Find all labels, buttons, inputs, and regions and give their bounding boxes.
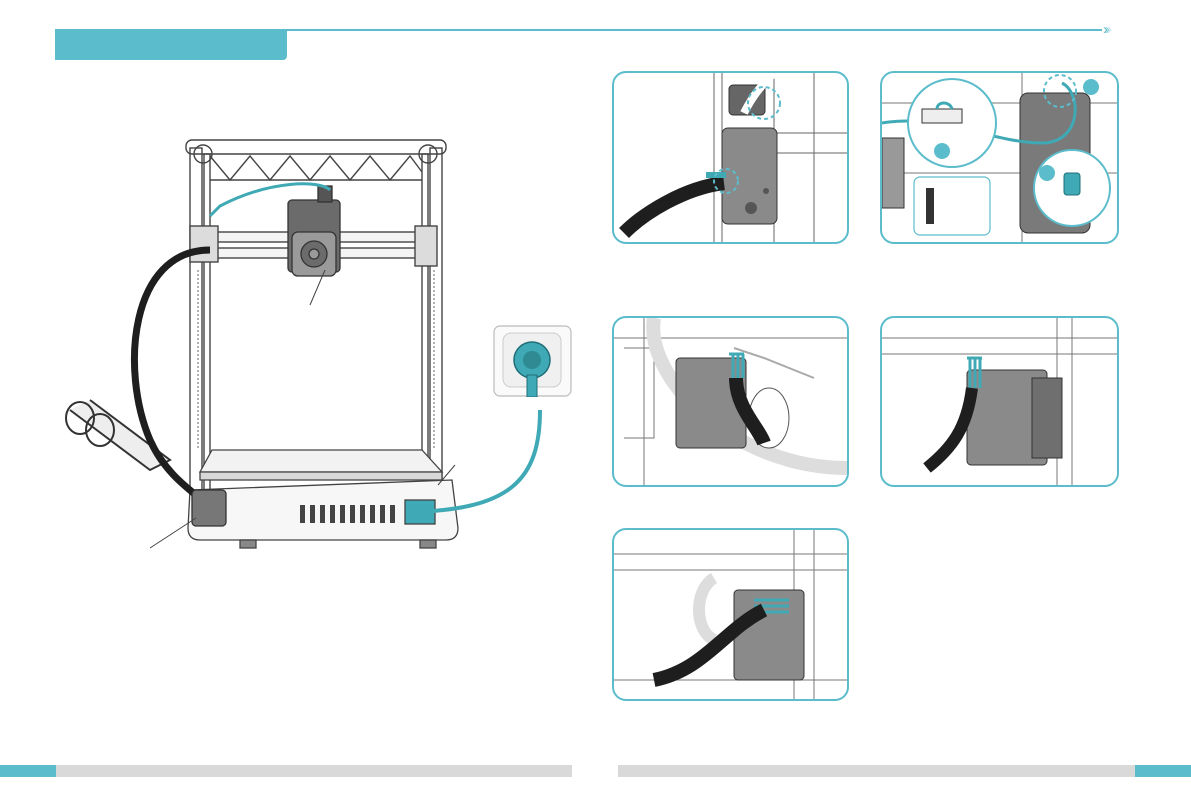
printer-base — [188, 480, 458, 548]
build-plate — [200, 450, 442, 480]
footer-right-bar — [618, 765, 1135, 777]
printhead — [288, 186, 340, 276]
step-panel-y-motor — [612, 528, 849, 701]
step-panel-mainboard-connector — [880, 71, 1119, 244]
footer-left-bar — [56, 765, 572, 777]
step-panel-z-left-motor — [612, 316, 849, 487]
footer-right-accent — [1135, 765, 1191, 777]
footer-left-accent — [0, 765, 56, 777]
power-plug-illustration — [493, 325, 572, 397]
step-panel-printhead-connector — [612, 71, 849, 244]
printer-frame — [186, 140, 446, 498]
spool-holder — [66, 400, 170, 470]
chevron-right-icon: ››› — [1103, 20, 1109, 40]
step-panel-z-right-motor — [880, 316, 1119, 487]
section-title-tab — [55, 30, 287, 60]
